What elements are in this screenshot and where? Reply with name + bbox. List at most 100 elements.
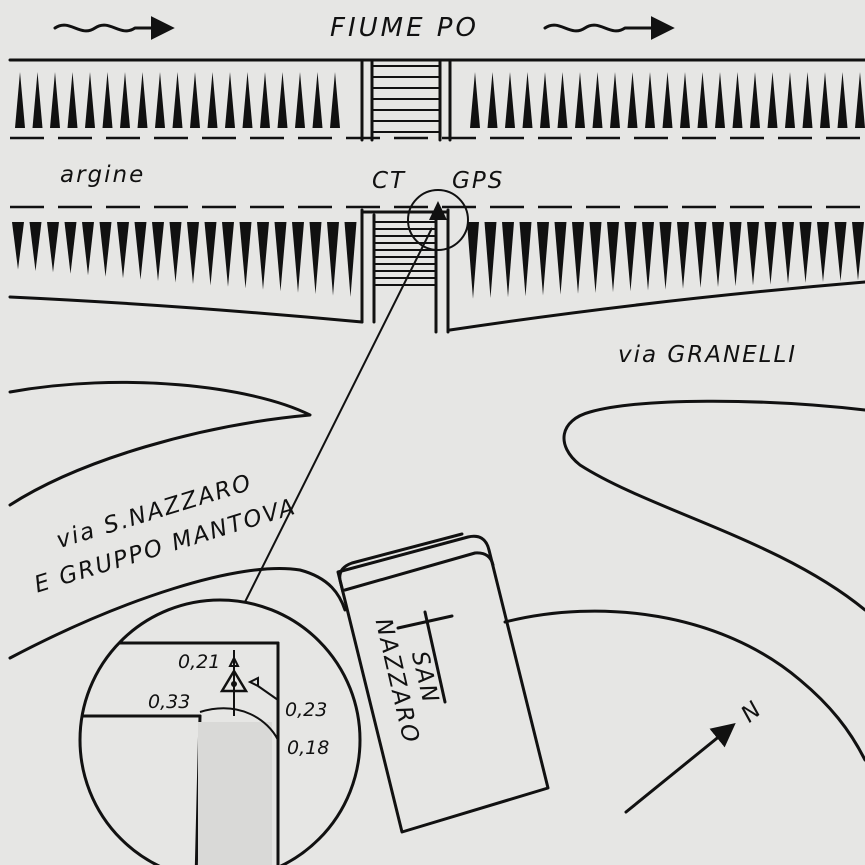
hatch-mark	[487, 72, 498, 128]
measurement-label-1: 0,21	[178, 651, 220, 673]
hatch-mark	[467, 222, 479, 299]
hatch-mark	[627, 72, 638, 128]
hatch-mark	[190, 72, 200, 128]
road-curve-lower-left	[8, 566, 347, 660]
road-label-granelli: via GRANELLI	[618, 342, 797, 368]
north-arrow: N	[624, 696, 768, 814]
hatch-mark	[575, 72, 585, 128]
lower-embankment	[8, 205, 865, 332]
hatch-mark	[204, 222, 217, 286]
hatch-mark	[659, 222, 672, 290]
hatch-mark	[589, 222, 602, 293]
hatch-mark	[502, 222, 514, 298]
hatch-mark	[764, 222, 777, 285]
hatch-mark	[82, 222, 94, 276]
hatch-mark	[732, 72, 743, 128]
hatch-mark	[117, 222, 129, 279]
hatch-mark	[697, 72, 708, 128]
hatch-mark	[820, 72, 830, 128]
hatch-mark	[785, 72, 795, 128]
lower-stairs	[360, 208, 450, 334]
hatch-mark	[330, 72, 340, 128]
hatch-mark	[852, 222, 864, 281]
hatch-mark	[260, 72, 270, 128]
inset-detail: 0,21 0,33 0,23 0,18	[78, 598, 362, 865]
hatch-mark	[540, 72, 550, 128]
hatch-mark	[837, 72, 848, 128]
hatch-mark	[645, 72, 655, 128]
hatch-mark	[694, 222, 707, 288]
hatch-mark	[522, 72, 533, 128]
hatch-mark	[295, 72, 305, 128]
hatch-mark	[120, 72, 130, 128]
hatch-mark	[799, 222, 812, 283]
hatch-mark	[309, 222, 322, 295]
hatch-mark	[327, 222, 339, 296]
embankment-label: argine	[60, 162, 145, 188]
hatch-mark	[817, 222, 829, 283]
road-curve-right-lower	[503, 609, 865, 762]
ct-label: CT	[372, 168, 406, 194]
measurement-label-4: 0,18	[287, 737, 329, 759]
hatch-mark	[747, 222, 759, 286]
hatch-mark	[592, 72, 603, 128]
hatch-mark	[172, 72, 183, 128]
upper-embankment	[8, 58, 865, 140]
hatch-mark	[715, 72, 725, 128]
lower-embankment-hatching	[12, 222, 864, 299]
benchmark-icon	[429, 201, 447, 220]
hatch-mark	[767, 72, 778, 128]
hatch-mark	[15, 72, 25, 128]
hatch-mark	[134, 222, 147, 280]
hatch-mark	[750, 72, 760, 128]
hatch-mark	[50, 72, 60, 128]
gps-label: GPS	[452, 168, 504, 194]
hatch-mark	[102, 72, 113, 128]
north-label: N	[736, 696, 767, 728]
hatch-mark	[99, 222, 112, 277]
benchmark-circle	[407, 189, 469, 251]
hatch-mark	[729, 222, 742, 287]
hatch-mark	[242, 72, 253, 128]
hatch-mark	[222, 222, 234, 287]
hatch-mark	[554, 222, 567, 295]
hatch-mark	[642, 222, 654, 291]
hatch-mark	[344, 222, 357, 298]
river-flow-arrow-left	[53, 16, 175, 40]
church-building: SAN NAZZARO	[336, 532, 550, 834]
upper-embankment-hatching	[15, 72, 865, 128]
hatch-mark	[607, 222, 619, 293]
measurement-label-3: 0,23	[285, 699, 327, 721]
hatch-mark	[187, 222, 199, 284]
hatch-mark	[169, 222, 182, 283]
hatch-mark	[292, 222, 304, 293]
hatch-mark	[29, 222, 42, 271]
leader-line	[244, 227, 433, 603]
hatch-mark	[712, 222, 724, 288]
hatch-mark	[225, 72, 235, 128]
hatch-mark	[277, 72, 288, 128]
hatch-mark	[152, 222, 164, 282]
road-curve-upper-left	[8, 380, 312, 507]
river-label: FIUME PO	[330, 13, 479, 43]
hatch-mark	[855, 72, 865, 128]
hatch-mark	[137, 72, 148, 128]
hatch-mark	[519, 222, 532, 297]
hatch-mark	[624, 222, 637, 292]
hatch-mark	[207, 72, 218, 128]
hatch-mark	[484, 222, 497, 299]
upper-stairs	[360, 58, 452, 142]
hatch-mark	[274, 222, 287, 292]
church-cross-icon	[396, 610, 454, 704]
north-arrow-icon	[624, 722, 736, 814]
road-curve-right-island	[562, 399, 865, 612]
hatch-mark	[677, 222, 689, 289]
measurement-label-2: 0,33	[148, 691, 190, 713]
hatch-mark	[662, 72, 673, 128]
hatch-mark	[557, 72, 568, 128]
hatch-mark	[47, 222, 59, 273]
river-flow-arrow-right	[543, 16, 675, 40]
hatch-mark	[312, 72, 323, 128]
hatch-mark	[257, 222, 269, 290]
hatch-mark	[505, 72, 515, 128]
